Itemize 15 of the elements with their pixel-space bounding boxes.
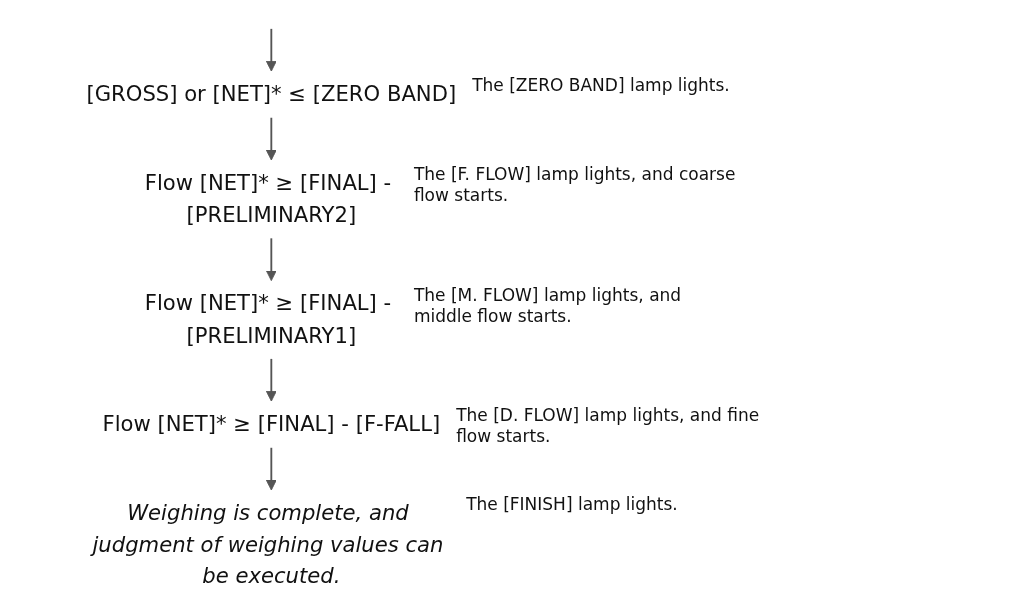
- note-text: The [F. FLOW] lamp lights, and coarse flow starts.: [413, 164, 737, 207]
- node-text: Weighing is complete, and judgment of weighing values can be executed.: [92, 499, 444, 589]
- note-text: The [FINISH] lamp lights.: [466, 494, 679, 516]
- arrow: [265, 27, 277, 72]
- node-text: Flow [NET]* ≥ [FINAL] - [F-FALL]: [102, 411, 441, 436]
- note-text: The [D. FLOW] lamp lights, and fine flow starts.: [456, 405, 761, 448]
- arrow: [265, 116, 277, 161]
- node-text: Flow [NET]* ≥ [FINAL] - [PRELIMINARY1]: [144, 290, 392, 348]
- note-text: The [ZERO BAND] lamp lights.: [472, 75, 731, 97]
- node-text: [GROSS] or [NET]* ≤ [ZERO BAND]: [86, 81, 457, 106]
- node-text: Flow [NET]* ≥ [FINAL] - [PRELIMINARY2]: [144, 169, 392, 227]
- arrow: [265, 237, 277, 282]
- note-text: The [M. FLOW] lamp lights, and middle flow starts.: [413, 284, 683, 328]
- arrow: [265, 446, 277, 491]
- arrow: [265, 357, 277, 402]
